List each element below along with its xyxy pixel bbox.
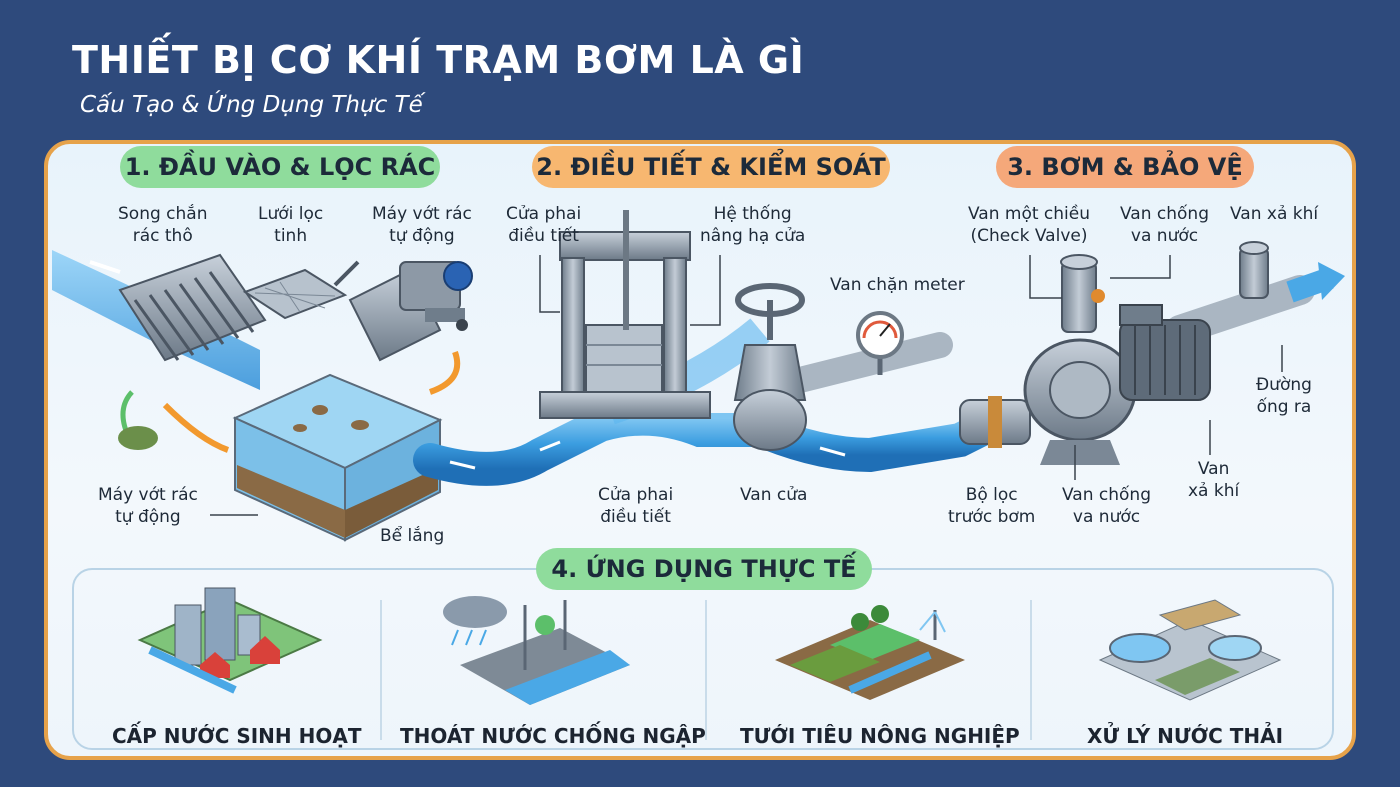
application-irrigation: TƯỚI TIÊU NÔNG NGHIỆP bbox=[740, 724, 1020, 748]
label-meter-valve: Van chặn meter bbox=[830, 275, 965, 295]
farm-irrigation-icon bbox=[775, 605, 965, 700]
return-arrow-icon bbox=[428, 350, 461, 395]
label-check-valve: Van một chiều(Check Valve) bbox=[968, 204, 1091, 246]
pre-pump-strainer bbox=[959, 396, 1031, 448]
wastewater-plant-icon bbox=[1098, 599, 1282, 701]
sluice-gate bbox=[539, 210, 711, 419]
city-icon bbox=[137, 587, 323, 694]
application-flood-drainage: THOÁT NƯỚC CHỐNG NGẬP bbox=[400, 724, 706, 748]
label-gate-valve: Van cửa bbox=[740, 485, 808, 505]
application-domestic-water: CẤP NƯỚC SINH HOẠT bbox=[112, 724, 362, 748]
gate-valve bbox=[733, 283, 807, 451]
centrifugal-pump bbox=[1023, 338, 1137, 465]
divider bbox=[705, 600, 707, 740]
page-title: THIẾT BỊ CƠ KHÍ TRẠM BƠM LÀ GÌ bbox=[72, 38, 805, 82]
auto-rake-machine bbox=[348, 261, 473, 362]
road-drainage-icon bbox=[443, 596, 630, 705]
fine-mesh bbox=[242, 260, 360, 320]
coarse-screen bbox=[118, 253, 267, 362]
outlet-arrow-icon bbox=[1318, 262, 1345, 300]
leader-lines bbox=[210, 255, 1283, 516]
application-wastewater: XỬ LÝ NƯỚC THẢI bbox=[1086, 724, 1284, 748]
page-subtitle: Cấu Tạo & Ứng Dụng Thực Tế bbox=[80, 92, 423, 118]
pressure-gauge bbox=[856, 311, 904, 375]
divider bbox=[1030, 600, 1032, 740]
stage-1-label: 1. ĐẦU VÀO & LỌC RÁC bbox=[120, 146, 440, 188]
check-valve bbox=[1060, 254, 1105, 333]
applications-panel bbox=[72, 568, 1334, 750]
flow-arrow-icon bbox=[89, 260, 121, 274]
label-settling-tank: Bể lắng bbox=[380, 526, 445, 546]
settling-tank bbox=[232, 373, 443, 542]
divider bbox=[380, 600, 382, 740]
flow-arrow-icon bbox=[162, 402, 230, 453]
stage-4-label: 4. ỨNG DỤNG THỰC TẾ bbox=[536, 548, 872, 590]
electric-motor bbox=[1119, 304, 1211, 401]
air-release-valve bbox=[1239, 241, 1269, 299]
stage-2-label: 2. ĐIỀU TIẾT & KIỂM SOÁT bbox=[532, 146, 890, 188]
debris-pile-icon bbox=[118, 426, 158, 450]
label-air-vent-top: Van xả khí bbox=[1230, 204, 1319, 224]
stage-3-label: 3. BƠM & BẢO VỆ bbox=[996, 146, 1254, 188]
